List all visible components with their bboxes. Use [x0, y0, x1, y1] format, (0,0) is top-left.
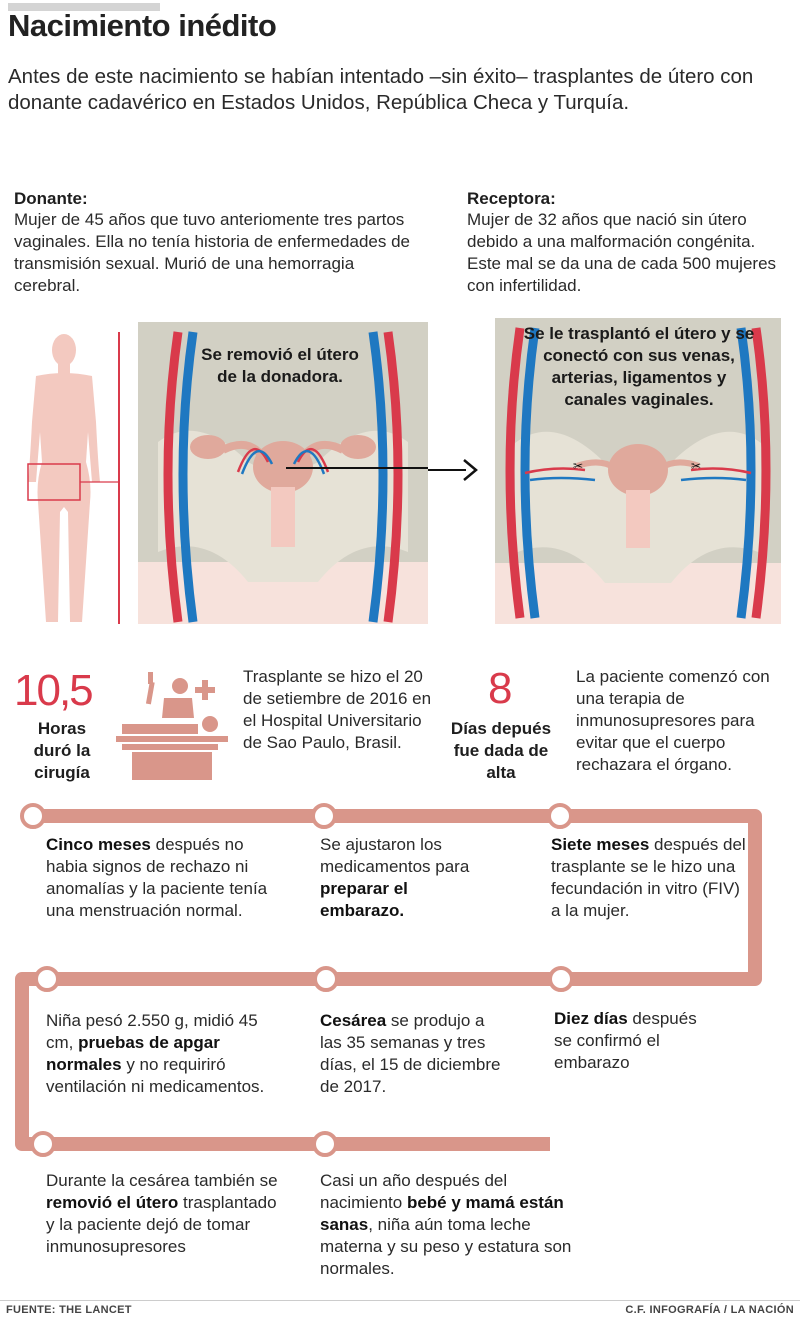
timeline-event-medication: Se ajustaron los medicamentos para prepa…	[320, 834, 495, 922]
event-text: , niña aún toma leche materna y su peso …	[320, 1215, 572, 1278]
donor-heading: Donante:	[14, 189, 88, 208]
timeline-dot	[34, 966, 60, 992]
event-highlight: removió el útero	[46, 1193, 179, 1212]
timeline-dot	[20, 803, 46, 829]
event-highlight: Diez días	[554, 1009, 628, 1028]
event-text: y no requiriró ventilación ni medicament…	[46, 1055, 265, 1096]
connector-line	[118, 332, 120, 624]
author-credit: C.F. INFOGRAFÍA / LA NACIÓN	[625, 1304, 794, 1316]
page-title: Nacimiento inédito	[8, 8, 277, 43]
arrow-right-icon	[428, 459, 478, 481]
event-highlight: Siete meses	[551, 835, 650, 854]
body-silhouette-icon	[27, 334, 120, 622]
surgery-description: Trasplante se hizo el 20 de setiembre de…	[243, 667, 432, 752]
event-text: Niña pesó 2.550 g, midió 45 cm,	[46, 1011, 258, 1052]
timeline-dot	[548, 966, 574, 992]
event-text: después no habia signos de rechazo ni an…	[46, 835, 268, 920]
recipient-heading: Receptora:	[467, 189, 556, 208]
timeline-event-baby-stats: Niña pesó 2.550 g, midió 45 cm, pruebas …	[46, 1010, 276, 1098]
event-text: se produjo a las 35 semanas y tres días,…	[320, 1011, 501, 1096]
recipient-pelvis-illustration: ✂ ✂	[495, 327, 781, 624]
footer-divider	[0, 1300, 800, 1301]
recipient-panel-caption: Se le trasplantó el útero y se conectó c…	[523, 324, 755, 409]
surgery-hours-label: Horas duró la cirugía	[33, 719, 91, 782]
timeline-dot	[30, 1131, 56, 1157]
svg-text:✂: ✂	[573, 459, 583, 473]
event-text: Se ajustaron los medicamentos para	[320, 835, 470, 876]
event-highlight: bebé y mamá están sanas	[320, 1193, 564, 1234]
timeline-event-ten-days: Diez días después se confirmó el embaraz…	[554, 1008, 704, 1074]
recipient-block: Receptora: Mujer de 32 años que nació si…	[467, 188, 787, 297]
recipient-text: Mujer de 32 años que nació sin útero deb…	[467, 210, 777, 295]
svg-text:✂: ✂	[691, 459, 701, 473]
timeline-dot	[313, 966, 339, 992]
event-text: Durante la cesárea también se	[46, 1171, 278, 1190]
timeline-event-seven-months: Siete meses después del trasplante se le…	[551, 834, 751, 922]
discharge-days-value: 8	[488, 664, 513, 713]
event-text: después se confirmó el embarazo	[554, 1009, 697, 1072]
event-text: trasplantado y la paciente dejó de tomar…	[46, 1193, 277, 1256]
event-highlight: pruebas de apgar normales	[46, 1033, 220, 1074]
timeline-dot	[312, 1131, 338, 1157]
event-text: después del trasplante se le hizo una fe…	[551, 835, 746, 920]
timeline-track	[15, 803, 762, 1157]
timeline-dot	[311, 803, 337, 829]
therapy-description: La paciente comenzó con una terapia de i…	[576, 667, 770, 774]
donor-anatomy-panel: Se removió el útero de la donadora.	[138, 322, 428, 624]
timeline-event-uterus-removed: Durante la cesárea también se removió el…	[46, 1170, 286, 1258]
donor-text: Mujer de 45 años que tuvo anteriomente t…	[14, 210, 410, 295]
event-highlight: Cinco meses	[46, 835, 151, 854]
recipient-anatomy-panel: ✂ ✂ Se le trasplantó el útero y se conec…	[495, 318, 781, 624]
timeline-event-five-months: Cinco meses después no habia signos de r…	[46, 834, 276, 922]
surgery-hours-value: 10,5	[14, 666, 94, 715]
event-text: Casi un año después del nacimiento	[320, 1171, 508, 1212]
intro-paragraph: Antes de este nacimiento se habían inten…	[8, 65, 754, 114]
event-highlight: Cesárea	[320, 1011, 387, 1030]
timeline-event-one-year: Casi un año después del nacimiento bebé …	[320, 1170, 585, 1280]
source-credit: FUENTE: THE LANCET	[6, 1304, 132, 1316]
event-highlight: preparar el embarazo.	[320, 879, 408, 920]
discharge-days-label: Días depués fue dada de alta	[450, 719, 552, 782]
donor-pelvis-illustration	[138, 331, 428, 624]
donor-block: Donante: Mujer de 45 años que tuvo anter…	[14, 188, 414, 297]
donor-panel-caption: Se removió el útero de la donadora.	[201, 345, 359, 386]
timeline-event-cesarean: Cesárea se produjo a las 35 semanas y tr…	[320, 1010, 505, 1098]
surgery-icon	[116, 672, 228, 780]
top-accent-bar	[8, 3, 160, 11]
timeline-dot	[547, 803, 573, 829]
